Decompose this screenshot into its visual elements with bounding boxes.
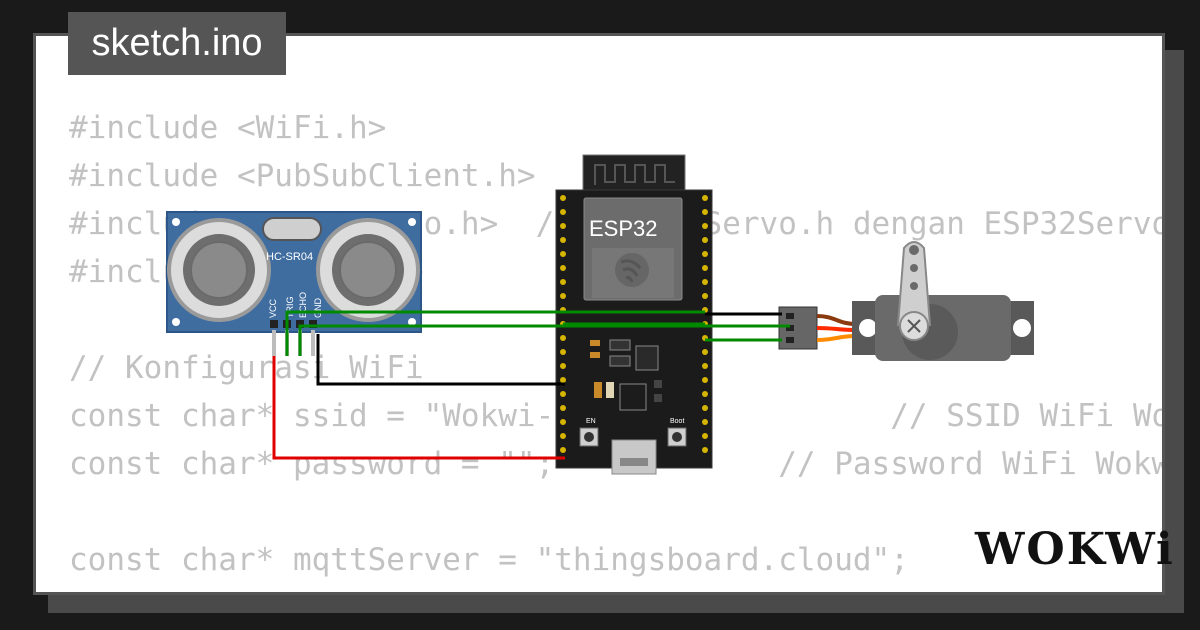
boot-button-cap <box>672 432 682 442</box>
code-line: const int mqttPort = 1883; <box>69 584 1162 592</box>
usb-port <box>611 439 657 475</box>
wokwi-logo[interactable]: WOKWi <box>975 524 1175 575</box>
transducer-left <box>167 218 271 322</box>
code-line: #include <WiFi.h> <box>69 110 387 146</box>
code-line: // Konfigurasi WiFi <box>69 350 424 386</box>
sensor-pin-label-gnd: GND <box>313 298 323 319</box>
servo-connector <box>778 306 857 350</box>
code-line: const char* mqttServer = "thingsboard.cl… <box>69 542 909 578</box>
sensor-pin-label-trig: TRIG <box>285 297 295 319</box>
smd-components <box>590 339 662 411</box>
code-line: #include <PubSubClient.h> <box>69 158 536 194</box>
wire-echo <box>298 324 790 356</box>
wire-trig <box>285 310 705 356</box>
wires <box>272 310 790 460</box>
transducer-right <box>316 218 420 322</box>
ultrasonic-sensor[interactable]: HC-SR04 VCC TRIG ECHO GND <box>166 211 422 356</box>
esp32-label: ESP32 <box>589 216 658 241</box>
wire-vcc <box>272 356 565 460</box>
en-label: EN <box>586 418 596 425</box>
boot-label: Boot <box>670 418 684 425</box>
sensor-pin-label-vcc: VCC <box>268 298 278 318</box>
sensor-label: HC-SR04 <box>266 251 313 263</box>
servo-motor[interactable] <box>852 241 1034 361</box>
sensor-pin-label-echo: ECHO <box>298 292 308 318</box>
en-button-cap <box>584 432 594 442</box>
esp32-board[interactable]: ESP32 <box>555 154 713 475</box>
pin-header-right <box>702 195 708 453</box>
wire-gnd <box>316 334 565 386</box>
code-line: const char* password = ""; // Password W… <box>69 446 1162 482</box>
file-name-tab[interactable]: sketch.ino <box>68 12 286 75</box>
servo-horn[interactable] <box>896 241 932 341</box>
